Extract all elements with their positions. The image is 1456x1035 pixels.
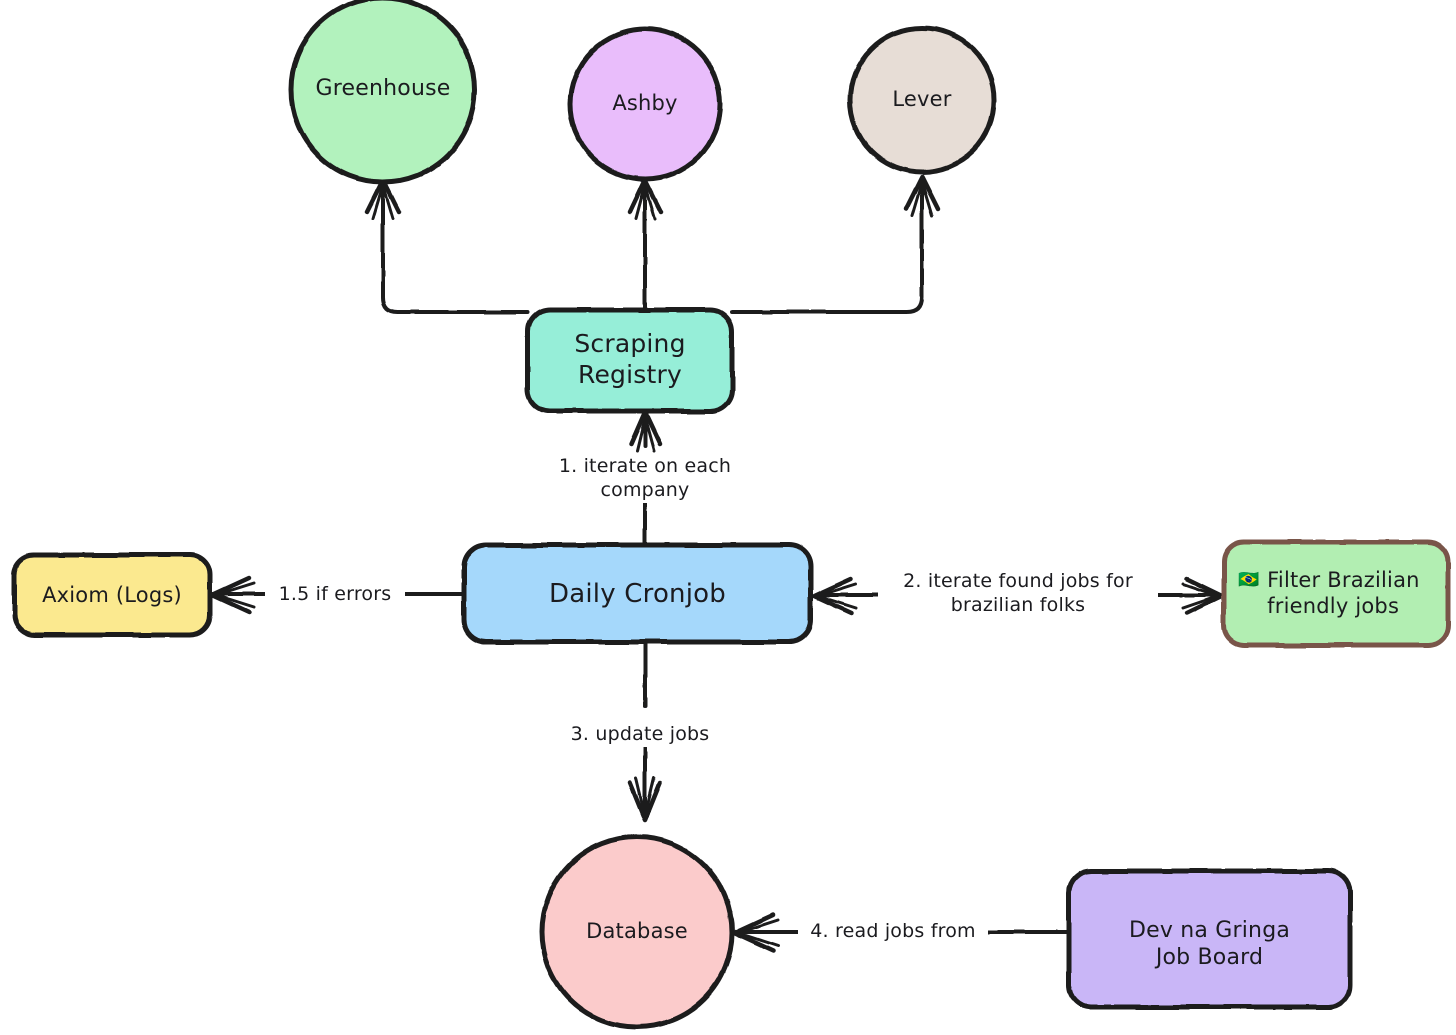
node-label-filter-brazilian: 🇧🇷 Filter Brazilian friendly jobs [1238, 568, 1438, 619]
edge-cronjob-to-filter [1154, 576, 1225, 616]
edge-registry-to-lever [730, 174, 941, 314]
edge-label-read-jobs-from: 4. read jobs from [798, 920, 988, 944]
edge-label-iterate-each-company: 1. iterate on each company [500, 455, 790, 503]
edge-registry-to-greenhouse [364, 177, 530, 314]
edge-label-update-jobs: 3. update jobs [540, 723, 740, 747]
edge-registry-to-ashby [627, 177, 664, 314]
node-scraping-registry[interactable] [525, 307, 735, 414]
brazil-flag-icon: 🇧🇷 [1238, 570, 1260, 590]
node-database[interactable] [539, 834, 735, 1030]
node-axiom-logs[interactable] [11, 552, 213, 638]
edge-label-if-errors: 1.5 if errors [265, 583, 405, 607]
node-greenhouse[interactable] [288, 0, 478, 185]
node-job-board[interactable] [1066, 868, 1353, 1010]
node-lever[interactable] [847, 25, 997, 175]
node-ashby[interactable] [567, 26, 723, 182]
filter-brazilian-text: Filter Brazilian friendly jobs [1267, 568, 1420, 618]
node-daily-cronjob[interactable] [461, 542, 814, 645]
edges-layer [209, 174, 1225, 954]
edge-filter-to-cronjob [811, 576, 882, 616]
node-filter-brazilian[interactable] [1221, 539, 1451, 648]
edge-label-iterate-found-jobs: 2. iterate found jobs for brazilian folk… [878, 570, 1158, 618]
edge-cronjob-to-database [627, 640, 663, 823]
nodes-layer [11, 0, 1451, 1030]
